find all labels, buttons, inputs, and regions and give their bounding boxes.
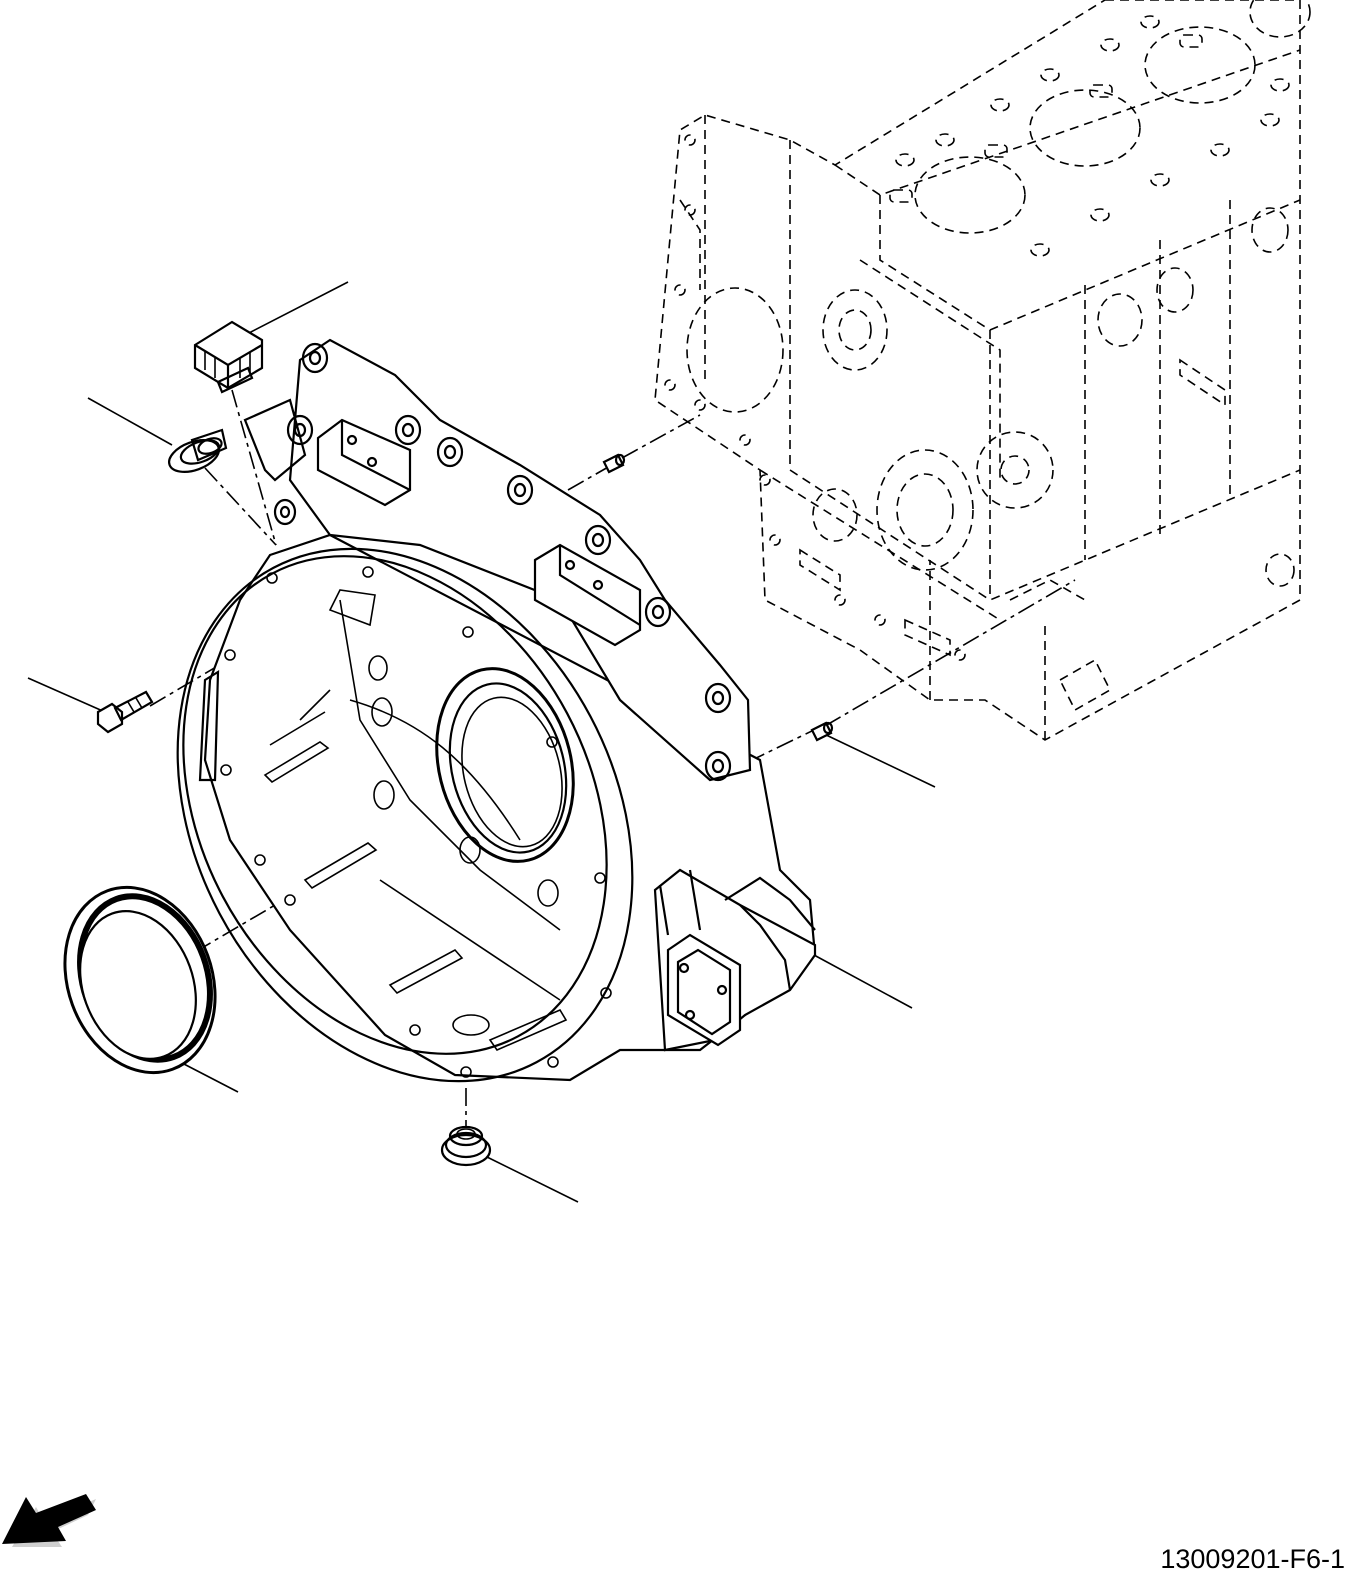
sealing-plug-upper xyxy=(168,428,228,473)
engine-front-details xyxy=(664,134,1295,712)
engine-head-bolt-holes xyxy=(889,15,1290,257)
crankshaft-seal-ring xyxy=(63,885,217,1075)
engine-block xyxy=(654,0,1301,741)
figure-reference-code: 13009201-F6-1 xyxy=(1160,1544,1345,1574)
drain-plug xyxy=(440,1125,492,1167)
direction-arrow-icon xyxy=(2,1494,96,1547)
flywheel-housing xyxy=(176,338,817,1083)
engine-cylinder-bores xyxy=(914,0,1311,234)
oil-filler-cap xyxy=(193,320,264,394)
dowel-pin-lower xyxy=(810,721,834,742)
dowel-pin-upper xyxy=(602,453,626,474)
leader-lines xyxy=(27,281,936,1203)
bolt xyxy=(96,690,154,734)
